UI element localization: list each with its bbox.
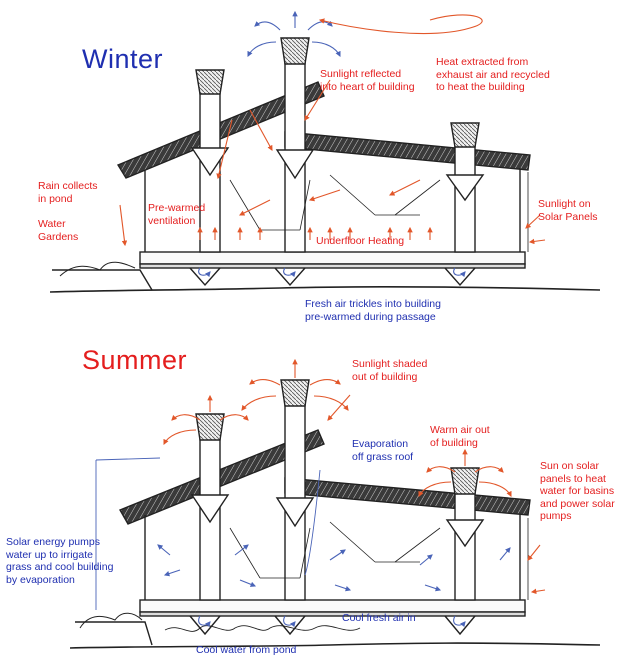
label-sunlight-solar-panels: Sunlight on Solar Panels <box>538 198 598 223</box>
winter-heat-arrows <box>119 14 546 247</box>
summer-heat-arrows <box>163 358 546 595</box>
label-sunlight-shaded: Sunlight shaded out of building <box>352 358 428 383</box>
label-fresh-air: Fresh air trickles into building pre-war… <box>305 298 441 323</box>
label-evaporation: Evaporation off grass roof <box>352 438 414 463</box>
summer-air-arrows <box>157 544 511 628</box>
label-heat-extracted: Heat extracted from exhaust air and recy… <box>436 56 550 93</box>
winter-building <box>49 37 601 293</box>
label-cool-water: Cool water from pond <box>196 644 297 656</box>
label-sun-on-panels: Sun on solar panels to heat water for ba… <box>540 460 615 522</box>
label-sunlight-reflected: Sunlight reflected into heart of buildin… <box>320 68 415 93</box>
winter-title: Winter <box>82 44 164 74</box>
label-rain-collects: Rain collects in pond <box>38 180 98 205</box>
label-prewarmed-ventilation: Pre-warmed ventilation <box>148 202 206 227</box>
label-warm-air: Warm air out of building <box>430 424 490 449</box>
label-solar-pumps: Solar energy pumps water up to irrigate … <box>6 536 114 586</box>
label-underfloor-heating: Underfloor Heating <box>316 235 405 247</box>
label-water-gardens: Water Gardens <box>38 218 79 243</box>
winter-air-arrows <box>198 10 466 278</box>
summer-building <box>69 379 601 649</box>
summer-title: Summer <box>82 345 188 375</box>
label-cool-fresh-air: Cool fresh air in <box>342 612 416 624</box>
